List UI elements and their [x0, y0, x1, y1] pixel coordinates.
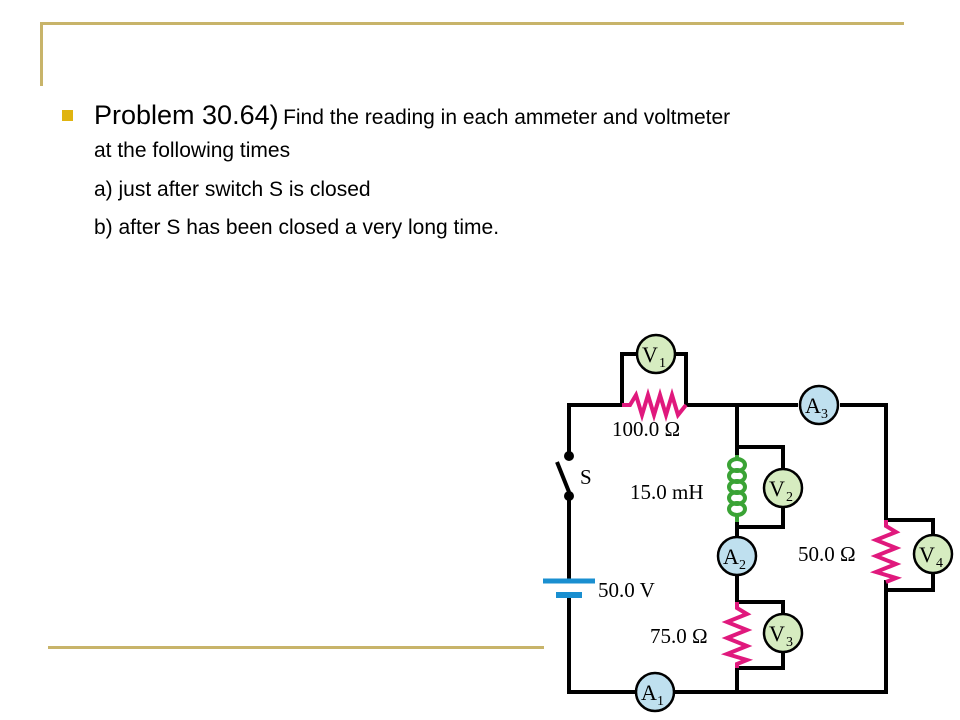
svg-text:4: 4: [936, 556, 943, 571]
svg-text:2: 2: [739, 558, 746, 573]
svg-text:1: 1: [657, 694, 664, 709]
voltmeter-v3: V 3: [762, 612, 804, 654]
bullet-icon: [62, 110, 73, 121]
svg-text:A: A: [723, 544, 739, 569]
svg-text:2: 2: [786, 490, 793, 505]
ammeter-a3: A 3: [798, 384, 840, 426]
ammeter-a2: A 2: [716, 535, 758, 577]
bullet-item: Problem 30.64) Find the reading in each …: [62, 98, 922, 165]
switch-label: S: [580, 465, 592, 489]
svg-text:3: 3: [821, 407, 828, 422]
svg-text:V: V: [769, 621, 785, 646]
svg-text:V: V: [919, 542, 935, 567]
switch-s: [555, 451, 574, 501]
decorative-bottom-line: [48, 646, 544, 649]
voltmeter-v2: V 2: [762, 467, 804, 509]
svg-text:V: V: [769, 476, 785, 501]
svg-text:A: A: [641, 680, 657, 705]
resistor-100-label: 100.0 Ω: [612, 417, 680, 441]
inductor: [727, 455, 747, 522]
ammeter-a1: A 1: [634, 671, 676, 713]
resistor-75-label: 75.0 Ω: [650, 624, 708, 648]
question-a: a) just after switch S is closed: [94, 178, 371, 201]
inductor-label: 15.0 mH: [630, 480, 704, 504]
problem-label: Problem 30.64): [94, 100, 279, 130]
battery-label: 50.0 V: [598, 578, 655, 602]
problem-text-1: Find the reading in each ammeter and vol…: [283, 106, 731, 129]
resistor-100-ohm: [622, 388, 688, 422]
resistor-50-label: 50.0 Ω: [798, 542, 856, 566]
voltmeter-v4: V 4: [912, 533, 954, 575]
resistor-75-ohm: [720, 602, 754, 668]
svg-text:1: 1: [659, 356, 666, 371]
resistor-50-ohm: [869, 520, 903, 584]
problem-text-2: at the following times: [94, 139, 291, 162]
decorative-left-line: [40, 22, 43, 86]
svg-text:V: V: [642, 342, 658, 367]
problem-statement: Problem 30.64) Find the reading in each …: [62, 98, 922, 247]
wires: [567, 352, 935, 694]
battery: [543, 578, 595, 598]
decorative-top-line: [40, 22, 904, 25]
svg-text:A: A: [805, 393, 821, 418]
svg-text:3: 3: [786, 635, 793, 650]
voltmeter-v1: V 1: [635, 333, 677, 375]
question-b: b) after S has been closed a very long t…: [94, 216, 500, 239]
problem-line-1: Problem 30.64) Find the reading in each …: [94, 98, 922, 137]
